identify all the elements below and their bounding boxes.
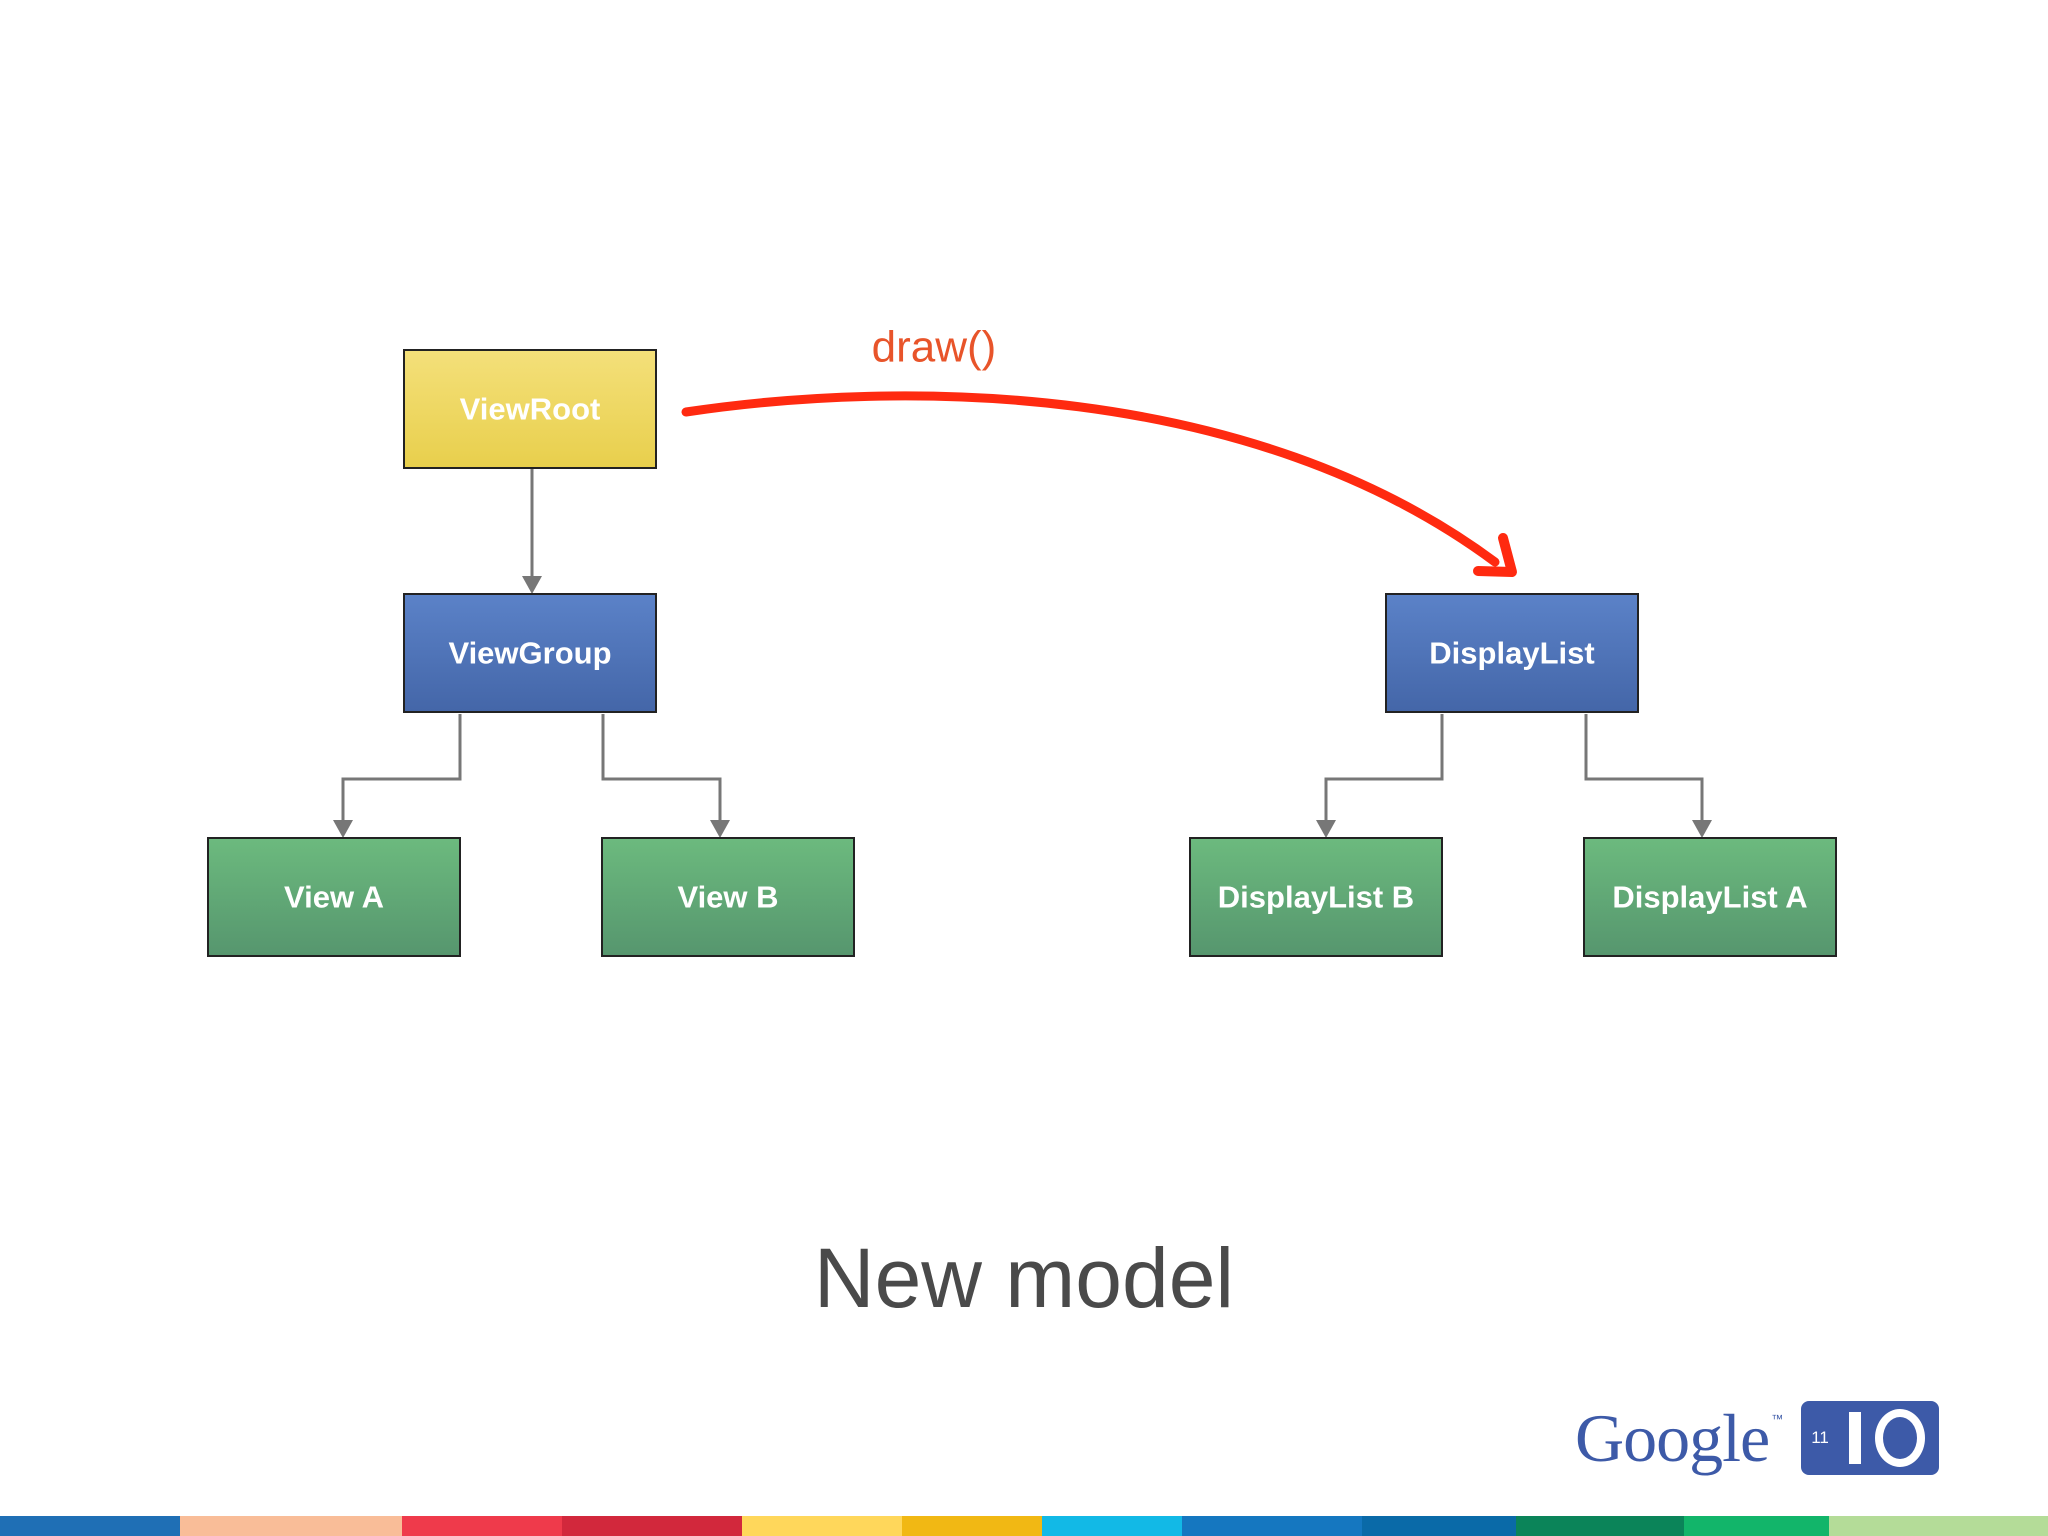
connector-arrowheads [333, 576, 1712, 838]
footer-color-segment [1684, 1516, 1829, 1536]
footer-color-segment [402, 1516, 562, 1536]
draw-call-label: draw() [872, 323, 997, 372]
node-displaylist: DisplayList [1385, 593, 1639, 713]
footer-color-segment [1042, 1516, 1182, 1536]
footer-color-segment [1182, 1516, 1362, 1536]
footer-color-segment [0, 1516, 180, 1536]
footer-color-segment [180, 1516, 402, 1536]
connector-viewgroup-viewb [601, 714, 722, 827]
node-viewroot-label: ViewRoot [460, 392, 601, 427]
arrowhead-displaylista [1692, 820, 1712, 838]
node-view-a: View A [207, 837, 461, 957]
draw-call-arrowhead [1473, 533, 1517, 577]
footer-color-segment [902, 1516, 1042, 1536]
io-letter-o-icon [1875, 1409, 1926, 1467]
draw-call-arrow [681, 391, 1517, 577]
node-viewgroup-label: ViewGroup [448, 636, 611, 671]
node-view-b: View B [601, 837, 855, 957]
node-displaylist-a-label: DisplayList A [1612, 880, 1807, 915]
google-wordmark: Google [1575, 1399, 1770, 1476]
node-displaylist-a: DisplayList A [1583, 837, 1837, 957]
io-letter-i-icon [1849, 1412, 1862, 1464]
footer-color-segment [1829, 1516, 2048, 1536]
io-badge: 11 [1801, 1401, 1940, 1475]
node-displaylist-label: DisplayList [1429, 636, 1594, 671]
node-view-a-label: View A [284, 880, 384, 915]
google-io-logo: Google ™ 11 [1575, 1398, 1940, 1478]
arrowhead-viewgroup [522, 576, 542, 594]
footer-color-segment [1516, 1516, 1684, 1536]
footer-color-segment [562, 1516, 742, 1536]
arrowhead-viewb [710, 820, 730, 838]
draw-call-curve [681, 391, 1500, 567]
io-year: 11 [1811, 1428, 1829, 1447]
connector-displaylist-displaylista [1584, 714, 1704, 827]
slide-title: New model [813, 1231, 1235, 1325]
footer-color-bar [0, 1516, 2048, 1536]
footer-color-segment [1362, 1516, 1516, 1536]
node-displaylist-b: DisplayList B [1189, 837, 1443, 957]
connector-viewgroup-viewa [341, 714, 462, 827]
arrowhead-viewa [333, 820, 353, 838]
footer-color-segment [742, 1516, 902, 1536]
node-displaylist-b-label: DisplayList B [1218, 880, 1414, 915]
trademark-symbol: ™ [1771, 1412, 1784, 1426]
arrowhead-displaylistb [1316, 820, 1336, 838]
connectors [341, 468, 1704, 827]
node-view-b-label: View B [677, 880, 778, 915]
node-viewgroup: ViewGroup [403, 593, 657, 713]
connector-displaylist-displaylistb [1324, 714, 1444, 827]
node-viewroot: ViewRoot [403, 349, 657, 469]
